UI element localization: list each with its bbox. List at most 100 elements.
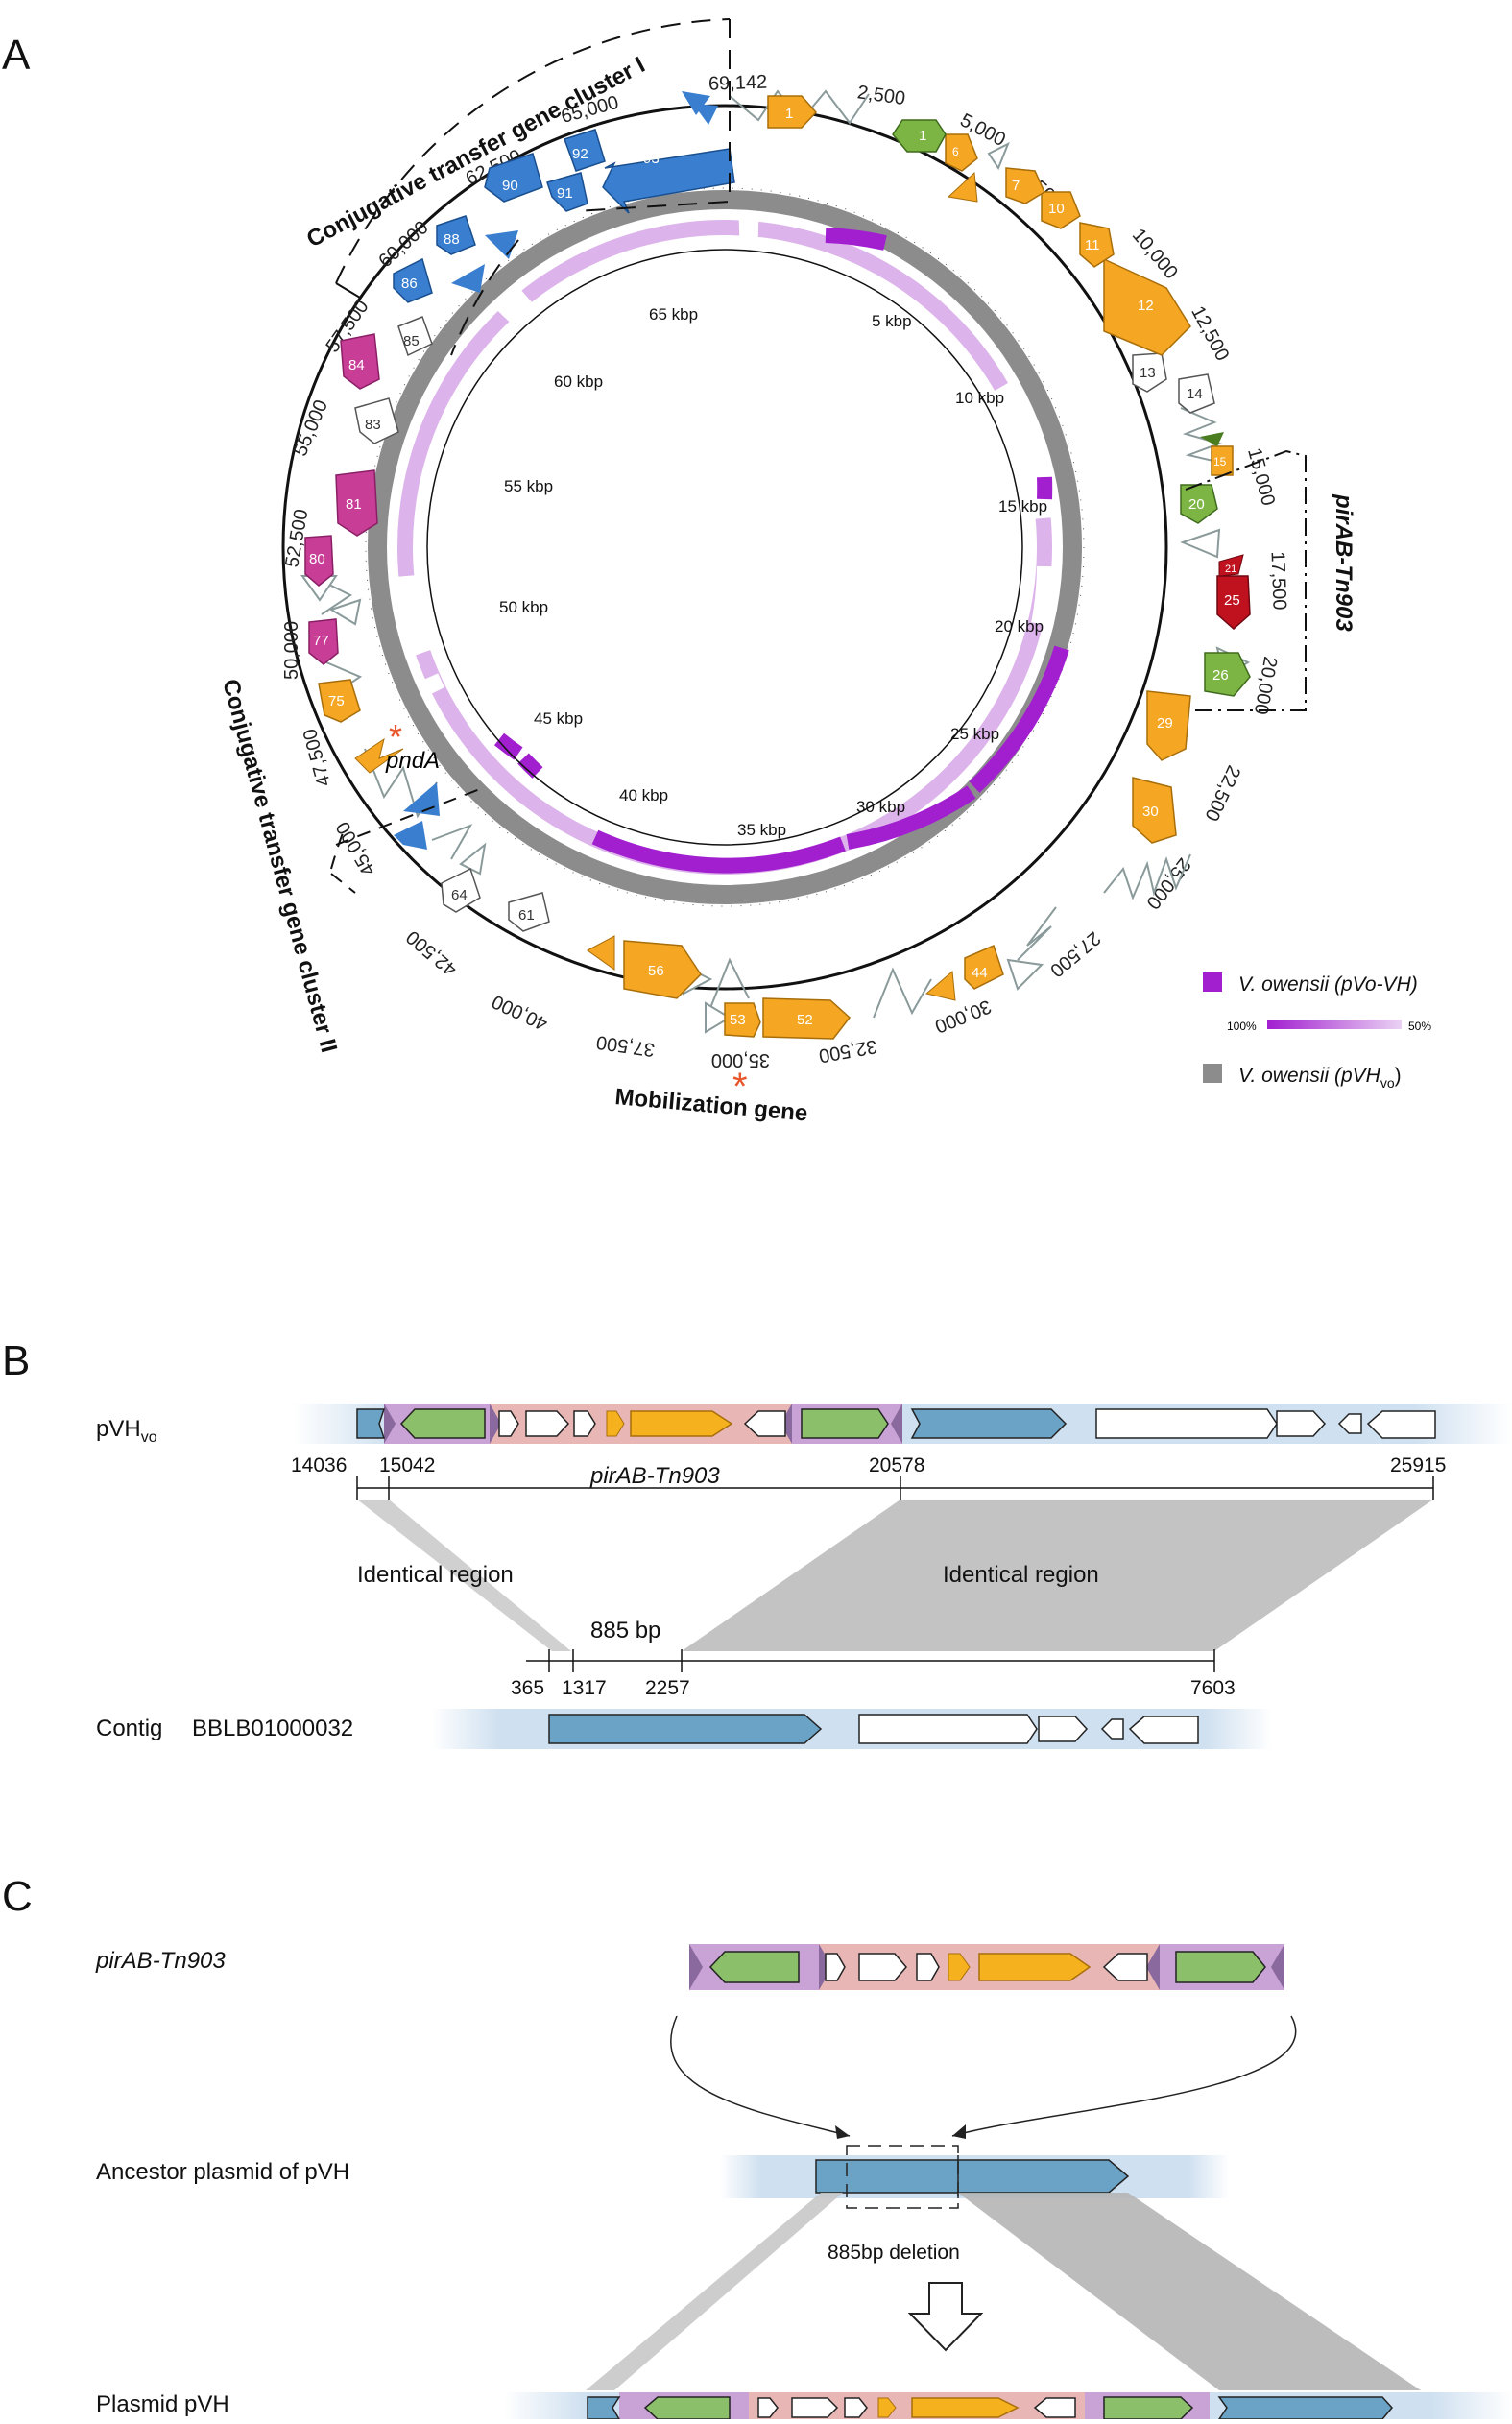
kbp-label: 55 kbp <box>504 477 553 495</box>
kbp-label: 20 kbp <box>995 617 1044 636</box>
gene-label: 85 <box>403 333 420 349</box>
white-gene <box>844 2397 868 2418</box>
gene-81: 81 <box>335 469 378 537</box>
gene-label: 11 <box>1085 237 1100 253</box>
blue-gene <box>587 2396 621 2420</box>
kbp-label: 30 kbp <box>856 798 905 816</box>
ir-marker <box>1146 1944 1160 1990</box>
gene-14: 13 <box>1132 352 1167 393</box>
orange-triangle <box>924 971 956 1001</box>
green-gene <box>801 1408 889 1439</box>
gene-53: 53 <box>724 1002 761 1038</box>
shade-right <box>958 2193 1421 2390</box>
mobilization-asterisk: * <box>732 1066 748 1108</box>
white-gene <box>1100 1718 1124 1740</box>
green-gene <box>708 1951 800 1983</box>
gene-label: 75 <box>328 693 345 709</box>
coord-label: 27,500 <box>1045 927 1104 981</box>
coord-label: 37,500 <box>595 1031 657 1060</box>
ancestor-label: Ancestor plasmid of pVH <box>96 2159 349 2185</box>
coord-2257: 2257 <box>645 1677 690 1699</box>
gene-90: 90 <box>484 153 543 203</box>
gene-label: 84 <box>348 357 365 373</box>
pvh-track-main: pVH <box>96 1416 141 1442</box>
backbone-circle <box>281 104 1168 991</box>
coord-label: 15,000 <box>1243 445 1279 508</box>
arrowhead <box>835 2125 850 2139</box>
gene-label: 29 <box>1157 715 1173 732</box>
white-gene <box>858 1953 907 1981</box>
green-gene <box>399 1408 486 1439</box>
coord-label: 69,142 <box>708 72 768 95</box>
down-arrow-icon <box>907 2282 984 2352</box>
pnda-asterisk: * <box>389 717 402 756</box>
legend-series-two-main: V. owensii (pVH <box>1238 1065 1381 1087</box>
blue-gene <box>910 1408 1068 1439</box>
contig-id: BBLB01000032 <box>192 1716 353 1741</box>
white-gene <box>573 1410 596 1437</box>
white-gene <box>1128 1716 1199 1744</box>
blue-gene <box>1217 2396 1393 2420</box>
identical-left-shade <box>357 1500 571 1651</box>
tick-ring <box>365 187 1085 907</box>
inner-circle <box>426 249 1023 846</box>
white-gene <box>1366 1410 1436 1439</box>
coord-label: 20,000 <box>1250 655 1281 716</box>
legend-series-two-close: ) <box>1395 1065 1402 1087</box>
gene-75: 75 <box>318 679 361 723</box>
white-gene <box>1033 2397 1076 2418</box>
coord-label: 35,000 <box>711 1049 770 1070</box>
ancestor-blue-gene <box>815 2159 1130 2194</box>
gene-88: 88 <box>436 215 476 255</box>
kbp-label: 40 kbp <box>619 786 668 804</box>
panel-c-letter: C <box>2 1873 33 1920</box>
genes: 93 92 91 90 88 86 <box>304 91 1251 1040</box>
blue-triangle <box>451 264 485 293</box>
white-gene <box>791 2397 839 2418</box>
shade-left <box>586 2193 843 2390</box>
insertion-arrow-left <box>670 2015 851 2137</box>
contig-label: Contig <box>96 1716 162 1741</box>
gene-label: 53 <box>730 1012 746 1028</box>
blue-triangle <box>693 104 718 125</box>
blue-gene <box>548 1714 823 1744</box>
gene-label: 61 <box>518 907 535 924</box>
white-gene <box>498 1410 519 1437</box>
gene-44: 44 <box>964 944 1004 990</box>
arrowhead <box>952 2124 966 2139</box>
ir-marker <box>384 1404 396 1444</box>
grey-ring <box>368 190 1082 904</box>
coord-label: 2,500 <box>856 82 907 109</box>
legend-gradient-low: 50% <box>1408 1020 1431 1033</box>
deletion-box <box>846 2145 959 2209</box>
insertion-arrow-right <box>951 2015 1297 2137</box>
legend-swatch-grey <box>1203 1064 1222 1083</box>
gene-label: 1 <box>785 106 793 122</box>
panel-a-letter: A <box>2 32 31 79</box>
orange-gene <box>606 1410 625 1437</box>
gene-85: 85 <box>397 316 433 357</box>
green-gene <box>643 2396 731 2420</box>
panel-c: pirAB-Tn903 Ancestor plasmid of pVH 885b… <box>95 1944 1512 2420</box>
coord-7603: 7603 <box>1190 1677 1236 1699</box>
white-gene <box>858 1714 1038 1744</box>
gene-92: 92 <box>564 129 606 172</box>
gene-label: 14 <box>1187 386 1203 402</box>
gene-84: 84 <box>340 333 380 390</box>
kbp-labels: 5 kbp 10 kbp 15 kbp 20 kbp 25 kbp 30 kbp… <box>499 305 1047 839</box>
gene-label: 93 <box>643 151 660 167</box>
circular-map: 5 kbp 10 kbp 15 kbp 20 kbp 25 kbp 30 kbp… <box>217 18 1431 1127</box>
white-gene <box>1095 1408 1278 1439</box>
coord-label: 22,500 <box>1200 762 1244 825</box>
coord-15042: 15042 <box>379 1454 435 1476</box>
gene-30: 30 <box>1132 777 1177 844</box>
blue-triangle <box>682 91 710 115</box>
gene-label: 12 <box>1138 298 1154 314</box>
gene-label: 10 <box>1048 201 1065 217</box>
gene-label: 92 <box>572 146 588 162</box>
kbp-label: 10 kbp <box>955 389 1004 407</box>
pvh-track-sub: vo <box>141 1429 157 1446</box>
gene-label: 13 <box>1140 365 1156 381</box>
transposon-label-c: pirAB-Tn903 <box>95 1948 226 1974</box>
